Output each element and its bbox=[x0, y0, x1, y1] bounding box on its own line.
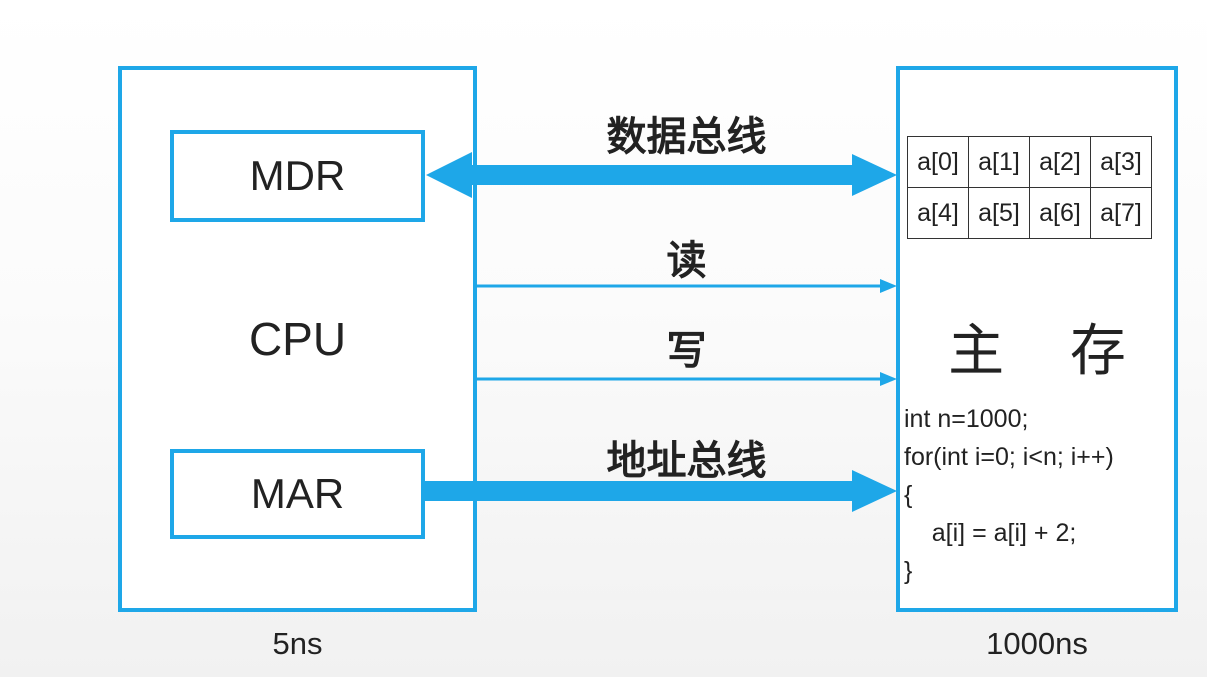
memory-time-label: 1000ns bbox=[986, 626, 1088, 661]
data-bus-arrow bbox=[426, 152, 897, 198]
mar-label: MAR bbox=[250, 470, 345, 517]
array-cell: a[7] bbox=[1090, 187, 1152, 239]
code-line: for(int i=0; i<n; i++) bbox=[904, 443, 1114, 471]
cpu-label: CPU bbox=[248, 313, 347, 365]
code-line: a[i] = a[i] + 2; bbox=[904, 519, 1077, 547]
array-cell: a[4] bbox=[907, 187, 969, 239]
array-row: a[4] a[5] a[6] a[7] bbox=[907, 187, 1152, 239]
write-label: 写 bbox=[666, 329, 707, 373]
array-cell: a[0] bbox=[907, 136, 969, 188]
code-line: int n=1000; bbox=[904, 405, 1029, 433]
write-signal-arrow bbox=[477, 372, 897, 386]
array-row: a[0] a[1] a[2] a[3] bbox=[907, 136, 1152, 188]
data-bus-label: 数据总线 bbox=[606, 115, 767, 159]
mdr-register: MDR bbox=[170, 130, 425, 222]
array-grid: a[0] a[1] a[2] a[3] a[4] a[5] a[6] a[7] bbox=[907, 136, 1152, 239]
code-block: int n=1000; for(int i=0; i<n; i++) { a[i] … bbox=[904, 400, 1176, 590]
main-memory-title: 主 存 bbox=[948, 319, 1150, 384]
array-cell: a[3] bbox=[1090, 136, 1152, 188]
mdr-label: MDR bbox=[249, 152, 346, 199]
read-label: 读 bbox=[666, 239, 707, 283]
code-line: { bbox=[904, 481, 913, 509]
array-cell: a[1] bbox=[968, 136, 1030, 188]
cpu-time-label: 5ns bbox=[272, 626, 323, 661]
read-signal-arrow bbox=[477, 279, 897, 293]
address-bus-label: 地址总线 bbox=[606, 439, 767, 483]
address-bus-arrow bbox=[425, 470, 897, 512]
mar-register: MAR bbox=[170, 449, 425, 539]
code-line: } bbox=[904, 557, 913, 585]
array-cell: a[5] bbox=[968, 187, 1030, 239]
